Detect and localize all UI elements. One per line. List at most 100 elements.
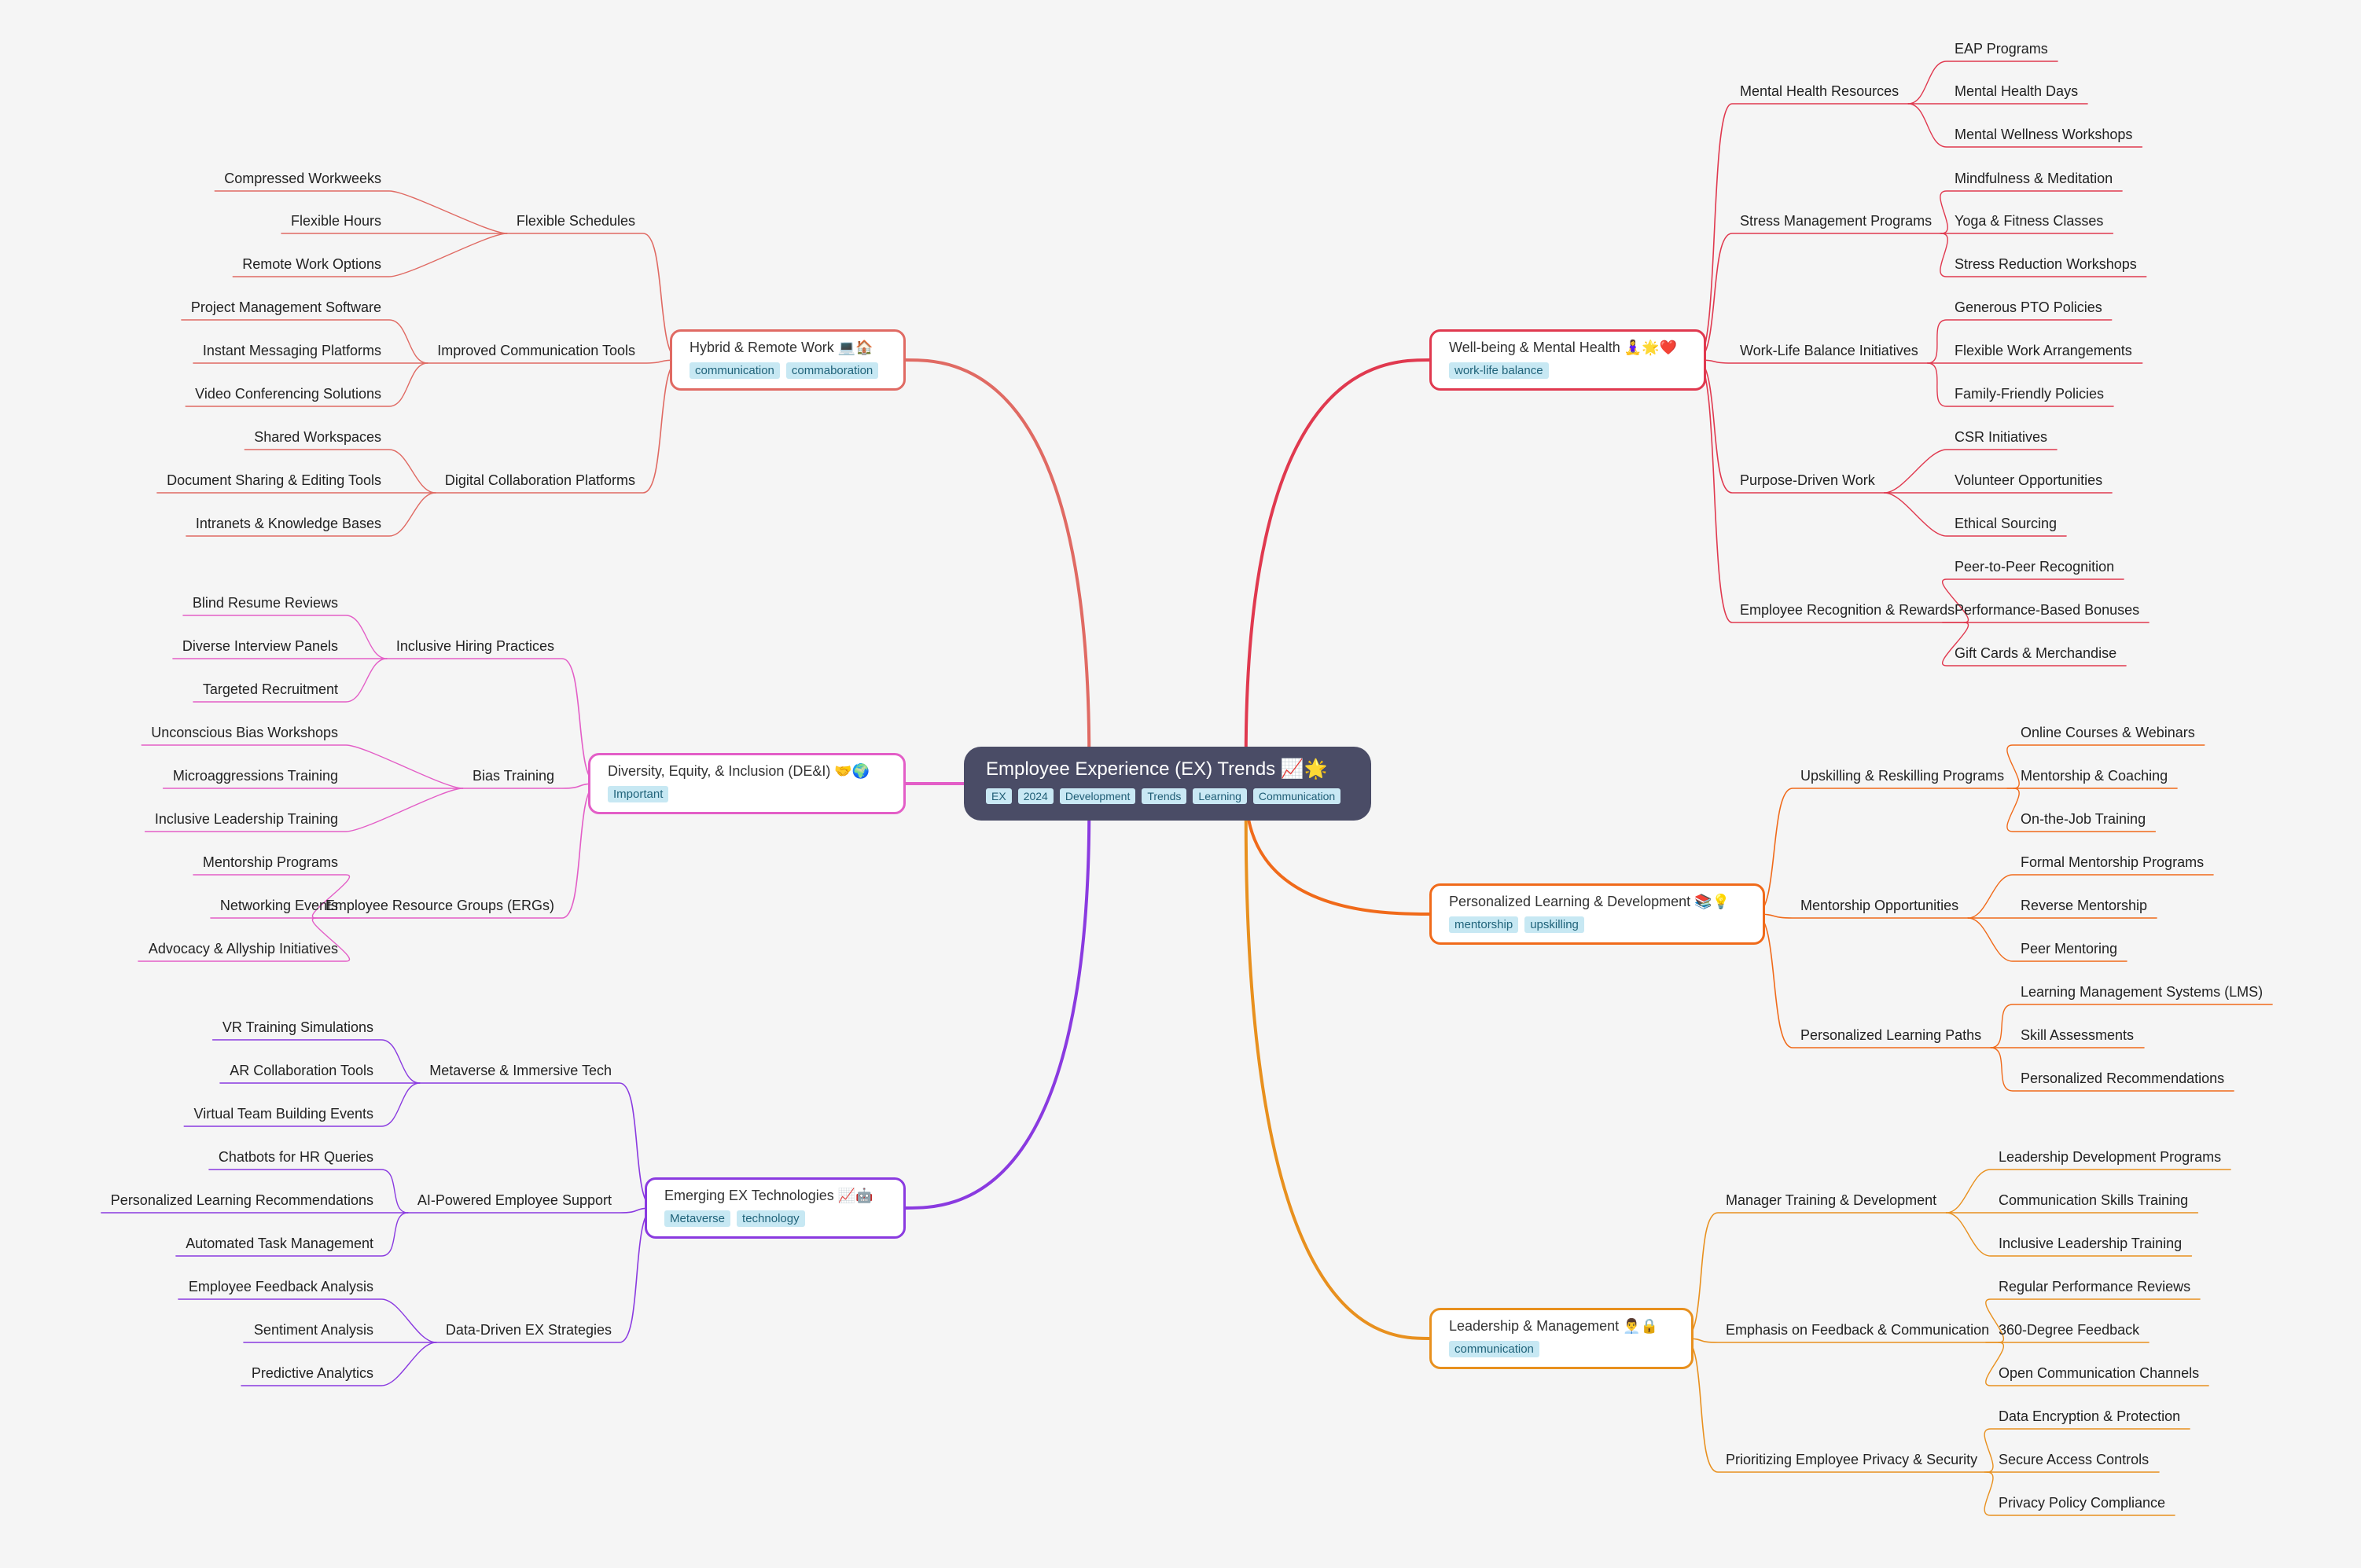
- topic-tags: Metaverse technology: [664, 1210, 886, 1227]
- leaf-item[interactable]: Unconscious Bias Workshops: [151, 725, 338, 740]
- subtopic[interactable]: Work-Life Balance Initiatives: [1740, 343, 1918, 358]
- leaf-item[interactable]: Blind Resume Reviews: [192, 595, 338, 611]
- leaf-item[interactable]: Regular Performance Reviews: [1999, 1279, 2191, 1294]
- leaf-connector: [2006, 744, 2205, 789]
- leaf-item[interactable]: CSR Initiatives: [1955, 429, 2048, 445]
- leaf-item[interactable]: Formal Mentorship Programs: [2021, 854, 2205, 870]
- leaf-item[interactable]: Open Communication Channels: [1999, 1365, 2200, 1381]
- tag: Metaverse: [664, 1210, 731, 1227]
- tag: technology: [737, 1210, 805, 1227]
- topic-tags: work-life balance: [1449, 362, 1686, 379]
- leaf-item[interactable]: Flexible Hours: [290, 213, 381, 229]
- topic-leadership[interactable]: Leadership & Management 👨‍💼🔒communicatio…: [1429, 1308, 1694, 1369]
- subtopic-connector: [1683, 1212, 1947, 1339]
- subtopic[interactable]: Emphasis on Feedback & Communication: [1726, 1322, 1990, 1338]
- leaf-item[interactable]: Stress Reduction Workshops: [1955, 256, 2137, 272]
- subtopic[interactable]: Personalized Learning Paths: [1800, 1027, 1982, 1043]
- leaf-item[interactable]: Communication Skills Training: [1999, 1192, 2189, 1208]
- leaf-connector: [232, 233, 508, 277]
- leaf-item[interactable]: Inclusive Leadership Training: [1999, 1236, 2183, 1251]
- leaf-item[interactable]: Chatbots for HR Queries: [218, 1149, 373, 1165]
- subtopic[interactable]: Manager Training & Development: [1726, 1192, 1937, 1208]
- leaf-item[interactable]: Microaggressions Training: [172, 768, 338, 784]
- subtopic[interactable]: Bias Training: [472, 768, 554, 784]
- subtopic[interactable]: Mentorship Opportunities: [1800, 898, 1959, 913]
- leaf-item[interactable]: Automated Task Management: [186, 1236, 373, 1251]
- leaf-item[interactable]: Secure Access Controls: [1999, 1452, 2150, 1467]
- leaf-item[interactable]: Diverse Interview Panels: [182, 638, 338, 654]
- leaf-item[interactable]: AR Collaboration Tools: [230, 1063, 373, 1078]
- leaf-item[interactable]: Skill Assessments: [2021, 1027, 2135, 1043]
- subtopic[interactable]: Digital Collaboration Platforms: [444, 472, 635, 488]
- leaf-item[interactable]: Employee Feedback Analysis: [188, 1279, 373, 1294]
- leaf-item[interactable]: 360-Degree Feedback: [1999, 1322, 2140, 1338]
- leaf-item[interactable]: Predictive Analytics: [251, 1365, 373, 1381]
- subtopic[interactable]: Prioritizing Employee Privacy & Security: [1726, 1452, 1978, 1467]
- topic-wellbeing[interactable]: Well-being & Mental Health 🧘‍♀️🌟❤️work-l…: [1429, 329, 1706, 391]
- leaf-item[interactable]: Mentorship Programs: [202, 854, 338, 870]
- subtopic[interactable]: AI-Powered Employee Support: [417, 1192, 612, 1208]
- leaf-connector: [181, 319, 428, 364]
- subtopic[interactable]: Improved Communication Tools: [437, 343, 635, 358]
- leaf-item[interactable]: EAP Programs: [1955, 41, 2048, 57]
- subtopic[interactable]: Upskilling & Reskilling Programs: [1800, 768, 2005, 784]
- subtopic[interactable]: Purpose-Driven Work: [1740, 472, 1875, 488]
- tag: commaboration: [785, 362, 879, 379]
- leaf-item[interactable]: Networking Events: [219, 898, 338, 913]
- leaf-item[interactable]: Sentiment Analysis: [253, 1322, 373, 1338]
- leaf-item[interactable]: Privacy Policy Compliance: [1999, 1495, 2166, 1511]
- leaf-item[interactable]: Gift Cards & Merchandise: [1955, 645, 2117, 661]
- leaf-item[interactable]: Reverse Mentorship: [2021, 898, 2148, 913]
- central-topic[interactable]: Employee Experience (EX) Trends 📈🌟 EX 20…: [964, 747, 1371, 821]
- leaf-item[interactable]: Mental Wellness Workshops: [1955, 127, 2133, 142]
- leaf-item[interactable]: VR Training Simulations: [222, 1019, 373, 1035]
- subtopic-connector: [419, 1082, 655, 1209]
- leaf-item[interactable]: Project Management Software: [190, 299, 381, 315]
- leaf-item[interactable]: On-the-Job Training: [2021, 811, 2146, 827]
- leaf-item[interactable]: Inclusive Leadership Training: [154, 811, 338, 827]
- subtopic[interactable]: Inclusive Hiring Practices: [395, 638, 554, 654]
- leaf-item[interactable]: Targeted Recruitment: [202, 681, 338, 697]
- leaf-item[interactable]: Volunteer Opportunities: [1955, 472, 2103, 488]
- leaf-item[interactable]: Peer Mentoring: [2021, 941, 2118, 957]
- subtopic[interactable]: Flexible Schedules: [516, 213, 635, 229]
- leaf-connector: [2006, 788, 2157, 832]
- leaf-item[interactable]: Remote Work Options: [242, 256, 381, 272]
- leaf-item[interactable]: Video Conferencing Solutions: [195, 386, 381, 402]
- leaf-item[interactable]: Ethical Sourcing: [1955, 516, 2058, 531]
- topic-learning[interactable]: Personalized Learning & Development 📚💡me…: [1429, 883, 1765, 945]
- subtopic[interactable]: Metaverse & Immersive Tech: [429, 1063, 612, 1078]
- leaf-item[interactable]: Peer-to-Peer Recognition: [1955, 559, 2115, 575]
- leaf-connector: [1941, 578, 2124, 623]
- leaf-connector: [1967, 874, 2214, 919]
- leaf-item[interactable]: Mental Health Days: [1955, 83, 2079, 99]
- leaf-item[interactable]: Performance-Based Bonuses: [1955, 602, 2140, 618]
- leaf-item[interactable]: Document Sharing & Editing Tools: [167, 472, 381, 488]
- leaf-item[interactable]: Compressed Workweeks: [224, 171, 381, 186]
- topic-dei[interactable]: Diversity, Equity, & Inclusion (DE&I) 🤝🌍…: [588, 753, 906, 814]
- leaf-item[interactable]: Family-Friendly Policies: [1955, 386, 2105, 402]
- leaf-item[interactable]: Mindfulness & Meditation: [1955, 171, 2113, 186]
- leaf-item[interactable]: Data Encryption & Protection: [1999, 1408, 2181, 1424]
- leaf-item[interactable]: Virtual Team Building Events: [193, 1106, 373, 1122]
- leaf-item[interactable]: Instant Messaging Platforms: [202, 343, 381, 358]
- leaf-item[interactable]: Mentorship & Coaching: [2021, 768, 2168, 784]
- leaf-item[interactable]: Personalized Recommendations: [2021, 1070, 2225, 1086]
- leaf-item[interactable]: Learning Management Systems (LMS): [2021, 984, 2264, 1000]
- leaf-item[interactable]: Shared Workspaces: [254, 429, 381, 445]
- leaf-item[interactable]: Leadership Development Programs: [1999, 1149, 2222, 1165]
- subtopic[interactable]: Employee Resource Groups (ERGs): [325, 898, 554, 913]
- leaf-item[interactable]: Intranets & Knowledge Bases: [195, 516, 381, 531]
- subtopic[interactable]: Data-Driven EX Strategies: [445, 1322, 612, 1338]
- leaf-item[interactable]: Flexible Work Arrangements: [1955, 343, 2132, 358]
- subtopic[interactable]: Stress Management Programs: [1740, 213, 1933, 229]
- leaf-item[interactable]: Yoga & Fitness Classes: [1955, 213, 2104, 229]
- leaf-item[interactable]: Generous PTO Policies: [1955, 299, 2102, 315]
- leaf-item[interactable]: Personalized Learning Recommendations: [110, 1192, 373, 1208]
- subtopic[interactable]: Employee Recognition & Rewards: [1740, 602, 1955, 618]
- leaf-item[interactable]: Advocacy & Allyship Initiatives: [148, 941, 338, 957]
- subtopic[interactable]: Mental Health Resources: [1740, 83, 1899, 99]
- leaf-item[interactable]: Online Courses & Webinars: [2021, 725, 2195, 740]
